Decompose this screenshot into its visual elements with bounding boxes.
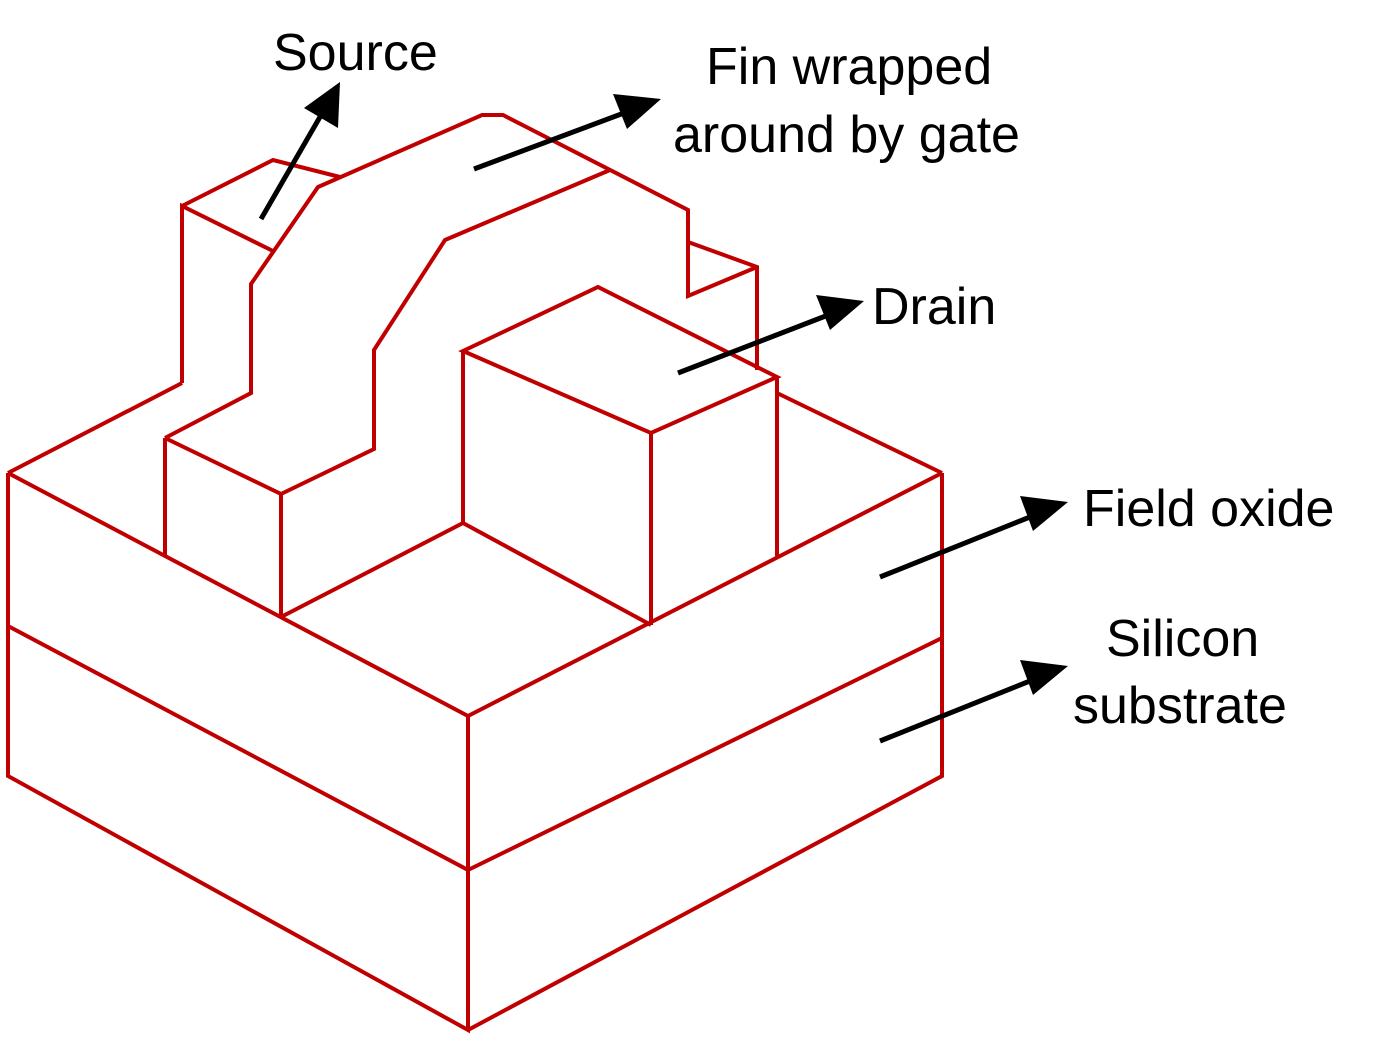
- arrow-silicon-head: [1020, 660, 1068, 695]
- arrow-field-oxide-shaft: [879, 510, 1041, 580]
- oxide-top-back-left-edge: [7, 381, 183, 475]
- gate-outer-arch: [164, 113, 758, 440]
- gate-foot-front: [163, 436, 283, 617]
- field-oxide-block: [6, 381, 944, 870]
- oxide-top-back-right-edge: [776, 391, 943, 475]
- drain-block: [458, 284, 782, 625]
- arrow-drain: [677, 295, 864, 376]
- arrow-source: [258, 82, 340, 221]
- source-top-back-edges: [181, 157, 341, 208]
- source-front-edge: [180, 202, 276, 383]
- arrow-silicon-substrate: [879, 660, 1068, 744]
- label-fin-line1: Fin wrapped: [706, 38, 992, 96]
- label-field-oxide: Field oxide: [1083, 480, 1334, 538]
- arrow-silicon-shaft: [879, 674, 1041, 744]
- source-block: [180, 157, 341, 383]
- arrow-source-shaft: [258, 108, 327, 221]
- arrow-field-oxide-head: [1020, 496, 1068, 531]
- substrate-right-face: [467, 634, 944, 1032]
- label-silicon-line1: Silicon: [1106, 610, 1259, 668]
- arrow-drain-shaft: [677, 309, 837, 376]
- drain-front-edges: [461, 351, 779, 625]
- label-drain: Drain: [872, 278, 996, 336]
- fin-footprint-lines: [280, 520, 652, 627]
- silicon-substrate-block: [6, 622, 944, 1034]
- label-source: Source: [273, 24, 438, 82]
- gate-wrap: [163, 113, 759, 617]
- arrow-field-oxide: [879, 496, 1068, 580]
- oxide-left-face: [6, 473, 470, 870]
- substrate-left-face: [6, 622, 470, 1034]
- gate-back-step: [687, 240, 759, 370]
- arrow-fin: [473, 94, 661, 172]
- arrow-fin-shaft: [473, 107, 633, 172]
- oxide-top-front-left-edge: [7, 471, 469, 718]
- arrow-source-head: [304, 82, 340, 128]
- gate-inner-arch: [280, 168, 611, 496]
- oxide-top-front-right-edge: [467, 471, 943, 718]
- arrow-drain-head: [816, 295, 864, 330]
- arrow-fin-head: [613, 94, 661, 129]
- drain-top-face: [458, 284, 782, 436]
- label-silicon-line2: substrate: [1073, 677, 1287, 735]
- label-fin-line2: around by gate: [673, 106, 1020, 164]
